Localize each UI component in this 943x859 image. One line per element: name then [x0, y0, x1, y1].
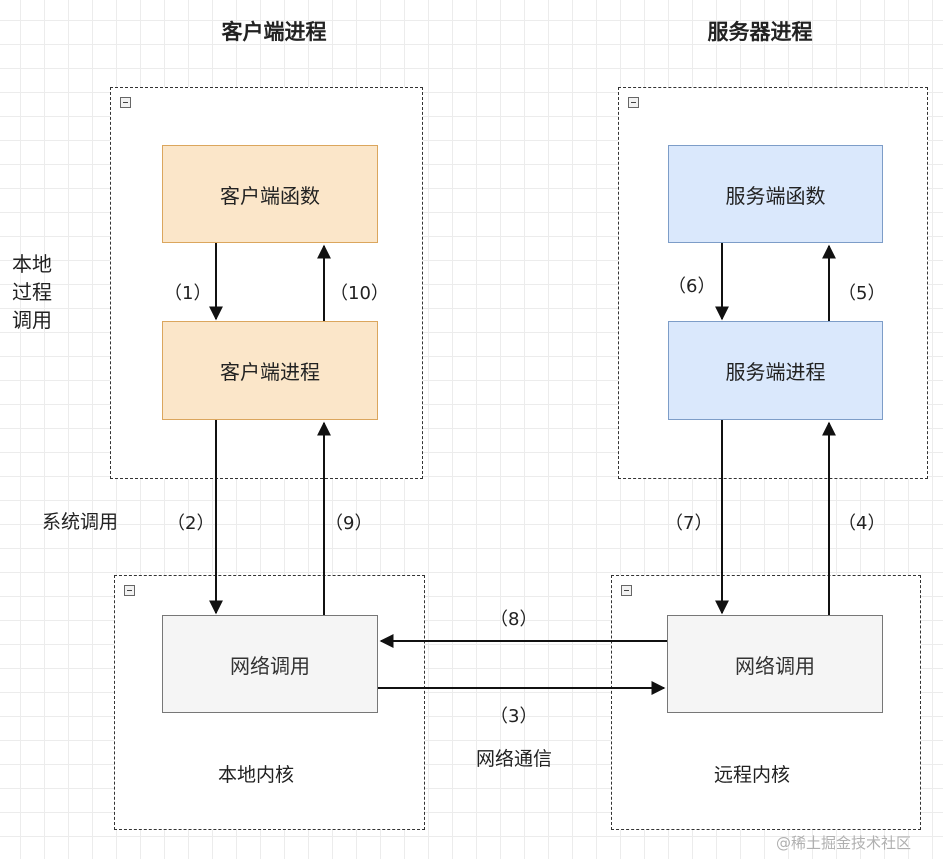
- client-function-box[interactable]: 客户端函数: [162, 145, 378, 243]
- step-9-label: （9）: [325, 513, 373, 534]
- server-group-collapse-icon[interactable]: [628, 97, 639, 108]
- local-rpc-line-1: 本地: [12, 252, 52, 276]
- step-4-label: （4）: [838, 513, 886, 534]
- local-rpc-line-3: 调用: [12, 308, 52, 332]
- local-procedure-call-label: 本地 过程 调用: [12, 250, 52, 334]
- step-3-label: （3）: [490, 706, 538, 727]
- server-process-title: 服务器进程: [707, 20, 813, 44]
- step-8-label: （8）: [490, 609, 538, 630]
- remote-kernel-collapse-icon[interactable]: [621, 585, 632, 596]
- step-6-label: （6）: [668, 276, 716, 297]
- watermark: @稀土掘金技术社区: [776, 834, 912, 852]
- client-process-box[interactable]: 客户端进程: [162, 321, 378, 420]
- local-rpc-line-2: 过程: [12, 280, 52, 304]
- step-10-label: （10）: [330, 283, 389, 304]
- local-kernel-label: 本地内核: [218, 764, 295, 786]
- local-kernel-collapse-icon[interactable]: [124, 585, 135, 596]
- step-5-label: （5）: [838, 283, 886, 304]
- local-network-call-box[interactable]: 网络调用: [162, 615, 378, 713]
- server-function-box[interactable]: 服务端函数: [668, 145, 883, 243]
- network-communication-label: 网络通信: [476, 748, 553, 770]
- client-process-title: 客户端进程: [221, 20, 327, 44]
- step-7-label: （7）: [665, 513, 713, 534]
- system-call-label: 系统调用: [42, 511, 119, 533]
- remote-network-call-box[interactable]: 网络调用: [667, 615, 883, 713]
- client-group-collapse-icon[interactable]: [120, 97, 131, 108]
- remote-kernel-label: 远程内核: [714, 764, 791, 786]
- step-1-label: （1）: [164, 283, 212, 304]
- server-process-box[interactable]: 服务端进程: [668, 321, 883, 420]
- step-2-label: （2）: [167, 513, 215, 534]
